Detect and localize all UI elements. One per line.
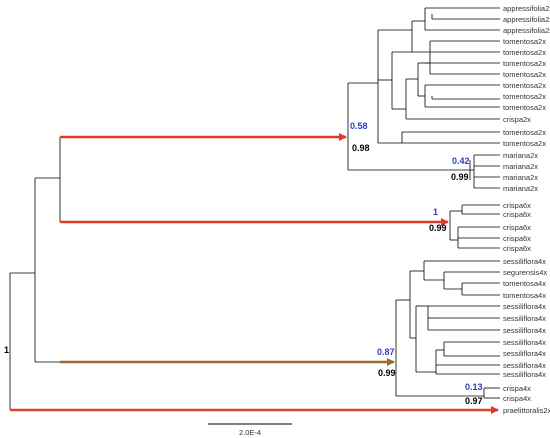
support-upper-crispa4x: 0.13 [465, 382, 483, 392]
leaf-label: crispa6x [503, 223, 531, 232]
support-lower-crispa4x: 0.97 [465, 396, 483, 406]
leaf-label: appressifolia2x [503, 15, 550, 24]
leaf-label: tomentosa2x [503, 139, 546, 148]
leaf-label: crispa4x [503, 384, 531, 393]
leaf-label: sessiliflora4x [503, 338, 546, 347]
leaf-label: mariana2x [503, 151, 538, 160]
support-lower-4x: 0.99 [378, 368, 396, 378]
leaf-label: mariana2x [503, 173, 538, 182]
leaf-label: tomentosa2x [503, 92, 546, 101]
leaf-label: sessiliflora4x [503, 370, 546, 379]
leaf-label: tomentosa2x [503, 128, 546, 137]
leaf-label: sessiliflora4x [503, 361, 546, 370]
support-lower-crispa6x: 0.99 [429, 223, 447, 233]
leaf-label: tomentosa4x [503, 291, 546, 300]
leaf-label: crispa6x [503, 201, 531, 210]
support-upper-4x: 0.87 [377, 347, 395, 357]
leaf-label: sessiliflora4x [503, 257, 546, 266]
leaf-label: tomentosa4x [503, 279, 546, 288]
clade-arrows [10, 133, 499, 414]
leaf-label: mariana2x [503, 184, 538, 193]
leaf-label: sessiliflora4x [503, 302, 546, 311]
scale-bar-label: 2.0E-4 [239, 428, 261, 437]
leaf-label: tomentosa2x [503, 103, 546, 112]
leaf-label: mariana2x [503, 162, 538, 171]
support-root: 1 [4, 345, 9, 355]
support-values: 0.58 0.98 0.42 0.99 1 0.99 0.87 0.99 0.1… [4, 121, 483, 406]
leaf-label: tomentosa2x [503, 37, 546, 46]
leaf-label: tomentosa2x [503, 48, 546, 57]
leaf-label: tomentosa2x [503, 81, 546, 90]
leaf-label: crispa6x [503, 244, 531, 253]
leaf-label: praelittoralis2x [503, 406, 550, 415]
support-upper-mariana: 0.42 [452, 156, 470, 166]
leaf-label: tomentosa2x [503, 59, 546, 68]
support-upper-2x: 0.58 [350, 121, 368, 131]
leaf-label: crispa6x [503, 210, 531, 219]
leaf-labels: appressifolia2x appressifolia2x appressi… [503, 4, 550, 415]
leaf-label: crispa6x [503, 234, 531, 243]
leaf-label: appressifolia2x [503, 26, 550, 35]
leaf-label: crispa2x [503, 115, 531, 124]
leaf-label: tomentosa2x [503, 70, 546, 79]
support-upper-crispa6x: 1 [433, 207, 438, 217]
tree-branches [9, 7, 500, 410]
support-lower-mariana: 0.99 [451, 172, 469, 182]
leaf-label: sessiliflora4x [503, 314, 546, 323]
leaf-label: segurensis4x [503, 268, 547, 277]
leaf-label: sessiliflora4x [503, 349, 546, 358]
leaf-label: sessiliflora4x [503, 326, 546, 335]
leaf-label: appressifolia2x [503, 4, 550, 13]
support-lower-2x: 0.98 [352, 143, 370, 153]
scale-bar: 2.0E-4 [208, 423, 292, 437]
leaf-label: crispa4x [503, 394, 531, 403]
